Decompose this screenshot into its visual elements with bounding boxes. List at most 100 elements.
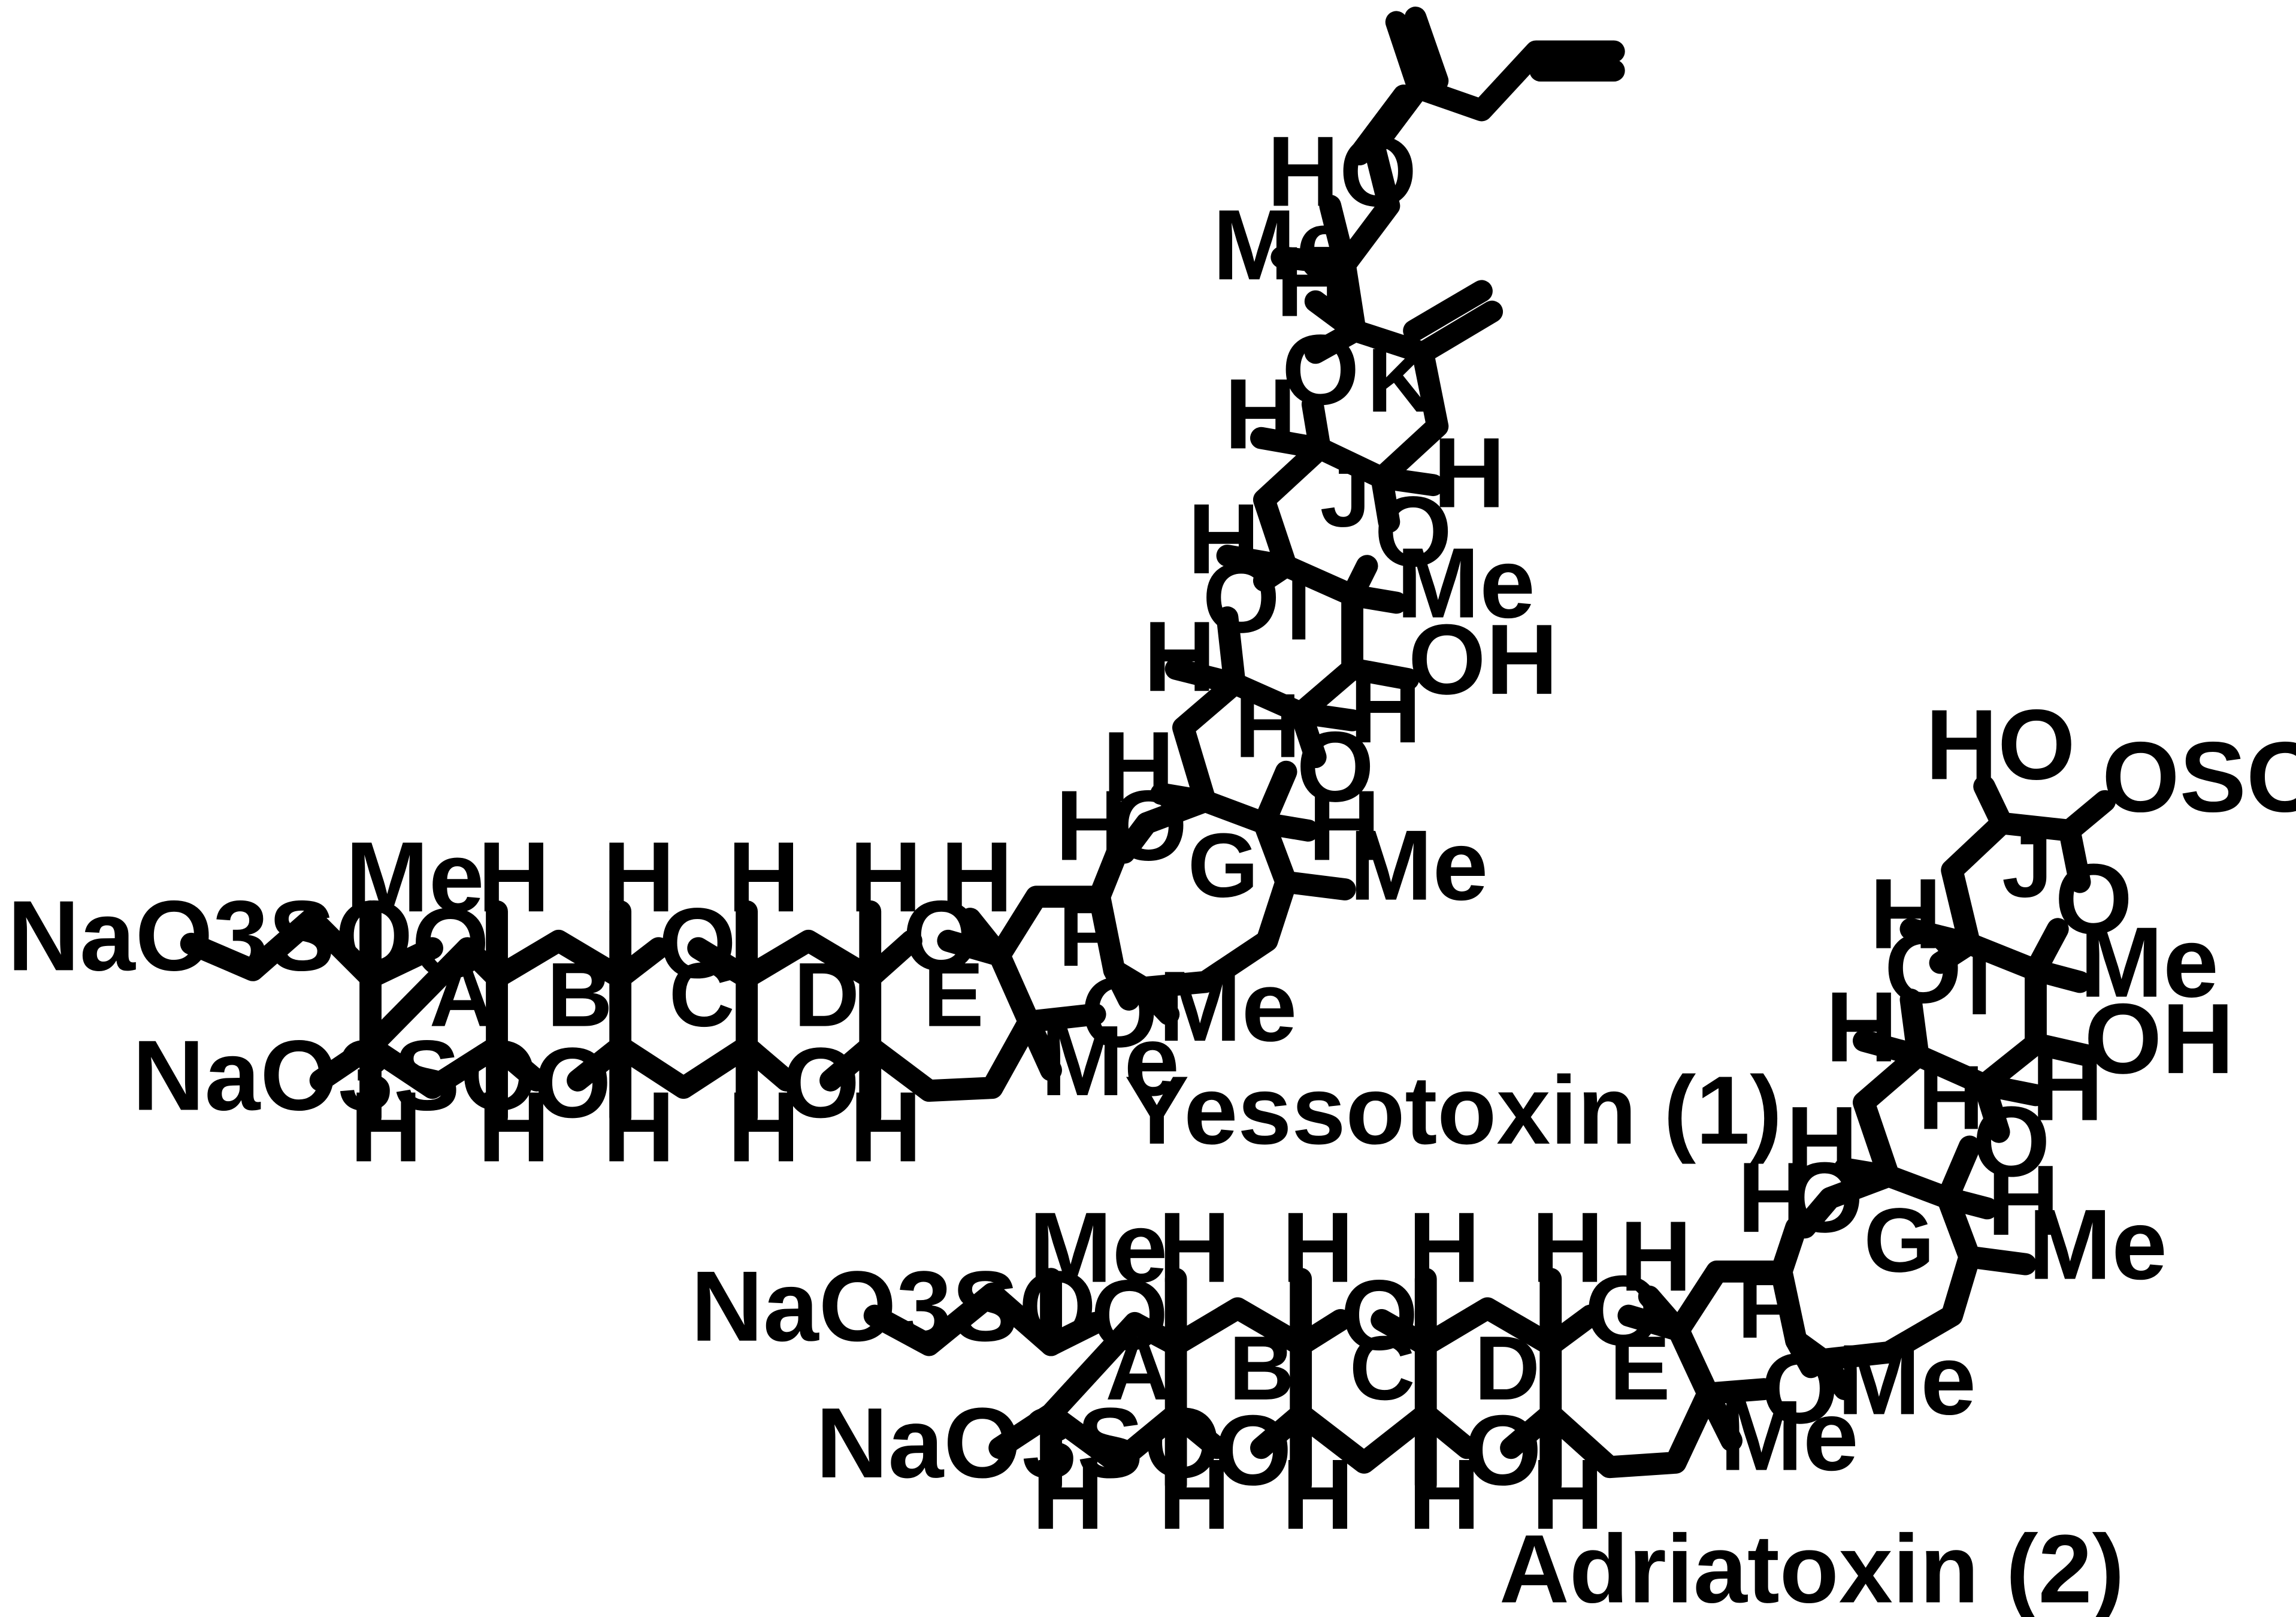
adriatoxin-oxygens: O O O O O O O O O O — [1091, 844, 2132, 1506]
hydrogen-atom: H — [1786, 1086, 1858, 1198]
yessotoxin-structure: NaO3SO NaO3SO Me Me Me Me Me OH Me HO Ye… — [7, 7, 1782, 1183]
hydrogen-atom: H — [1276, 226, 1348, 338]
ring-b-label: B — [547, 944, 613, 1046]
yessotoxin-labels: NaO3SO NaO3SO Me Me Me Me Me OH Me HO Ye… — [7, 116, 1782, 1183]
oxygen-atom: O — [1214, 1395, 1292, 1506]
yessotoxin-oxygens: O O O O O O O O O O O — [412, 315, 1452, 1139]
ring-a-label: A — [1105, 1317, 1171, 1419]
hydrogen-atom: H — [1282, 1439, 1354, 1550]
ring-i-label: I — [1286, 557, 1311, 659]
ring-sulfate-label: NaO3SO — [132, 1020, 538, 1131]
ring-h-label: H — [1235, 675, 1300, 777]
me-e-label: Me — [1040, 1005, 1179, 1117]
hydrogen-atom: H — [728, 821, 800, 933]
side-sulfate-label: NaO3SO — [691, 1251, 1096, 1362]
oxygen-atom: O — [1761, 1333, 1839, 1444]
me-a-label: Me — [346, 821, 485, 933]
hydrogen-atom: H — [1870, 859, 1941, 970]
ring-a-label: A — [429, 944, 495, 1046]
ring-b-label: B — [1229, 1317, 1294, 1419]
hydrogen-atom: H — [1532, 1439, 1604, 1550]
me-side-label: Me — [1212, 189, 1351, 301]
yessotoxin-hydrogens: H H H H H H H H H H H H H H H H H H H — [350, 226, 1505, 1183]
ring-d-label: D — [1474, 1317, 1540, 1419]
hydrogen-atom: H — [1158, 1192, 1230, 1304]
adriatoxin-structure: NaO3SO NaO3SO Me Me Me Me Me OH HO OSO3N… — [691, 689, 2296, 1617]
oxygen-atom: O — [1091, 1259, 1169, 1371]
hydrogen-atom: H — [1826, 972, 1898, 1083]
adriatoxin-hydrogens: H H H H H H H H H H H H H H H H — [1032, 859, 2104, 1550]
hydrogen-atom: H — [1433, 418, 1505, 529]
oxygen-atom: O — [1110, 770, 1188, 881]
hydrogen-atom: H — [1144, 601, 1215, 712]
hydrogen-atom: H — [1188, 483, 1260, 595]
hydrogen-atom: H — [2031, 1030, 2103, 1142]
oxygen-atom: O — [1081, 957, 1158, 1068]
sulfate-j-label: OSO3Na — [2102, 721, 2296, 833]
ring-g-label: G — [1864, 1189, 1934, 1291]
hydrogen-atom: H — [1408, 1192, 1480, 1304]
oxygen-atom: O — [1584, 1255, 1662, 1367]
ring-g-label: G — [1188, 815, 1259, 917]
adriatoxin-labels: NaO3SO NaO3SO Me Me Me Me Me OH HO OSO3N… — [691, 689, 2296, 1617]
hydrogen-atom: H — [1737, 1142, 1809, 1253]
hydrogen-atom: H — [1408, 1439, 1480, 1550]
ring-i-label: I — [1967, 932, 1992, 1034]
oxygen-atom: O — [1341, 1259, 1418, 1371]
me-g-label: Me — [2028, 1189, 2167, 1301]
ring-e-label: E — [923, 944, 984, 1046]
hydrogen-atom: H — [728, 1071, 800, 1183]
me-g-label: Me — [1350, 810, 1489, 921]
oxygen-atom: O — [1884, 912, 1962, 1024]
yessotoxin-bonds — [180, 7, 1625, 1129]
oxygen-atom: O — [412, 888, 489, 999]
adriatoxin-caption: Adriatoxin (2) — [1499, 1515, 2125, 1617]
hydrogen-atom: H — [603, 821, 674, 933]
hydrogen-atom: H — [1158, 1439, 1230, 1550]
hydrogen-atom: H — [1308, 770, 1380, 881]
oxygen-atom: O — [658, 888, 736, 999]
hydrogen-atom: H — [603, 1071, 674, 1183]
ring-f-label: F — [1737, 1256, 1793, 1358]
side-sulfate-label: NaO3SO — [7, 880, 413, 992]
oxygen-atom: O — [2055, 844, 2132, 955]
oxygen-atom: O — [1202, 542, 1280, 654]
oxygen-atom: O — [782, 1027, 860, 1139]
me-e-label: Me — [1720, 1380, 1859, 1492]
hydrogen-atom: H — [849, 1071, 921, 1183]
hydrogen-atom: H — [1055, 770, 1127, 881]
ring-f-label: F — [1058, 884, 1114, 986]
hydrogen-atom: H — [849, 821, 921, 933]
ring-sulfate-label: NaO3SO — [816, 1388, 1221, 1499]
ring-e-label: E — [1610, 1317, 1670, 1419]
me-i-label: Me — [2080, 907, 2219, 1018]
ring-h-label: H — [1918, 1047, 1984, 1148]
hydrogen-atom: H — [1620, 1201, 1692, 1312]
ring-j-label: J — [2002, 815, 2053, 917]
hydrogen-atom: H — [350, 1071, 422, 1183]
ring-d-label: D — [794, 944, 860, 1046]
oh-j-label: HO — [1925, 689, 2075, 800]
ring-c-label: C — [1350, 1317, 1415, 1419]
hydrogen-atom: H — [1032, 1439, 1104, 1550]
hydrogen-atom: H — [1282, 1192, 1354, 1304]
oh-i-label: OH — [1408, 604, 1558, 715]
oxygen-atom: O — [1973, 1086, 2050, 1198]
hydrogen-atom: H — [478, 1071, 550, 1183]
yessotoxin-caption: Yessotoxin (1) — [1124, 1056, 1782, 1165]
hydrogen-atom: H — [1102, 711, 1174, 823]
oh-side-label: HO — [1267, 116, 1417, 228]
me-f-label: Me — [1158, 951, 1297, 1062]
hydrogen-atom: H — [941, 821, 1013, 933]
ring-c-label: C — [669, 944, 735, 1046]
oxygen-atom: O — [903, 880, 981, 992]
oxygen-atom: O — [534, 1027, 612, 1139]
me-f-label: Me — [1837, 1324, 1976, 1435]
me-a-label: Me — [1029, 1192, 1168, 1304]
oxygen-atom: O — [1296, 711, 1374, 823]
me-i-label: Me — [1396, 528, 1535, 639]
hydrogen-atom: H — [1988, 1145, 2059, 1256]
ring-j-label: J — [1320, 444, 1371, 546]
hydrogen-atom: H — [1224, 358, 1296, 470]
